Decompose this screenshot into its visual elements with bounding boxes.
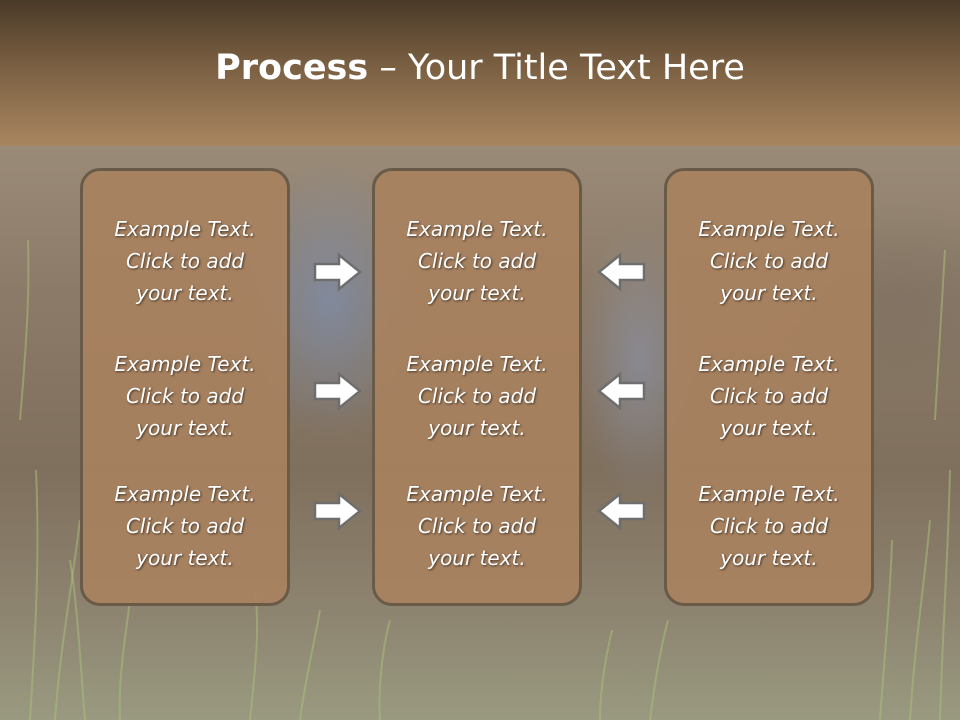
right-arrow-icon: [313, 252, 362, 292]
text-line: Example Text.: [114, 217, 256, 241]
process-panel-center[interactable]: Example Text. Click to add your text. Ex…: [372, 168, 582, 606]
text-block[interactable]: Example Text. Click to add your text.: [667, 213, 871, 309]
text-block[interactable]: Example Text. Click to add your text.: [83, 213, 287, 309]
text-line: Click to add: [125, 384, 245, 408]
text-line: Click to add: [125, 514, 245, 538]
text-block[interactable]: Example Text. Click to add your text.: [667, 478, 871, 574]
text-block[interactable]: Example Text. Click to add your text.: [375, 348, 579, 444]
text-line: your text.: [428, 416, 526, 440]
text-line: Click to add: [417, 249, 537, 273]
process-panel-right[interactable]: Example Text. Click to add your text. Ex…: [664, 168, 874, 606]
text-line: Click to add: [417, 384, 537, 408]
text-block[interactable]: Example Text. Click to add your text.: [83, 348, 287, 444]
text-line: your text.: [136, 416, 234, 440]
text-block[interactable]: Example Text. Click to add your text.: [375, 478, 579, 574]
text-line: Example Text.: [698, 352, 840, 376]
text-line: Example Text.: [406, 482, 548, 506]
text-block[interactable]: Example Text. Click to add your text.: [375, 213, 579, 309]
text-line: Example Text.: [406, 352, 548, 376]
text-line: Example Text.: [698, 217, 840, 241]
right-arrow-icon: [313, 371, 362, 411]
text-line: your text.: [720, 416, 818, 440]
text-block[interactable]: Example Text. Click to add your text.: [667, 348, 871, 444]
text-line: your text.: [136, 546, 234, 570]
title-bar: [0, 0, 960, 146]
process-panel-left[interactable]: Example Text. Click to add your text. Ex…: [80, 168, 290, 606]
right-arrow-icon: [313, 491, 362, 531]
text-line: your text.: [428, 281, 526, 305]
text-line: Click to add: [709, 514, 829, 538]
text-line: Example Text.: [406, 217, 548, 241]
text-line: Click to add: [709, 249, 829, 273]
text-line: your text.: [428, 546, 526, 570]
text-line: Example Text.: [114, 482, 256, 506]
text-line: your text.: [720, 281, 818, 305]
text-line: Click to add: [709, 384, 829, 408]
text-line: Click to add: [417, 514, 537, 538]
text-line: your text.: [136, 281, 234, 305]
left-arrow-icon: [597, 371, 646, 411]
text-block[interactable]: Example Text. Click to add your text.: [83, 478, 287, 574]
title-rest: – Your Title Text Here: [368, 48, 745, 88]
slide-title[interactable]: Process – Your Title Text Here: [0, 48, 960, 88]
left-arrow-icon: [597, 252, 646, 292]
text-line: Example Text.: [114, 352, 256, 376]
left-arrow-icon: [597, 491, 646, 531]
text-line: Click to add: [125, 249, 245, 273]
text-line: your text.: [720, 546, 818, 570]
text-line: Example Text.: [698, 482, 840, 506]
title-bold: Process: [215, 48, 369, 88]
